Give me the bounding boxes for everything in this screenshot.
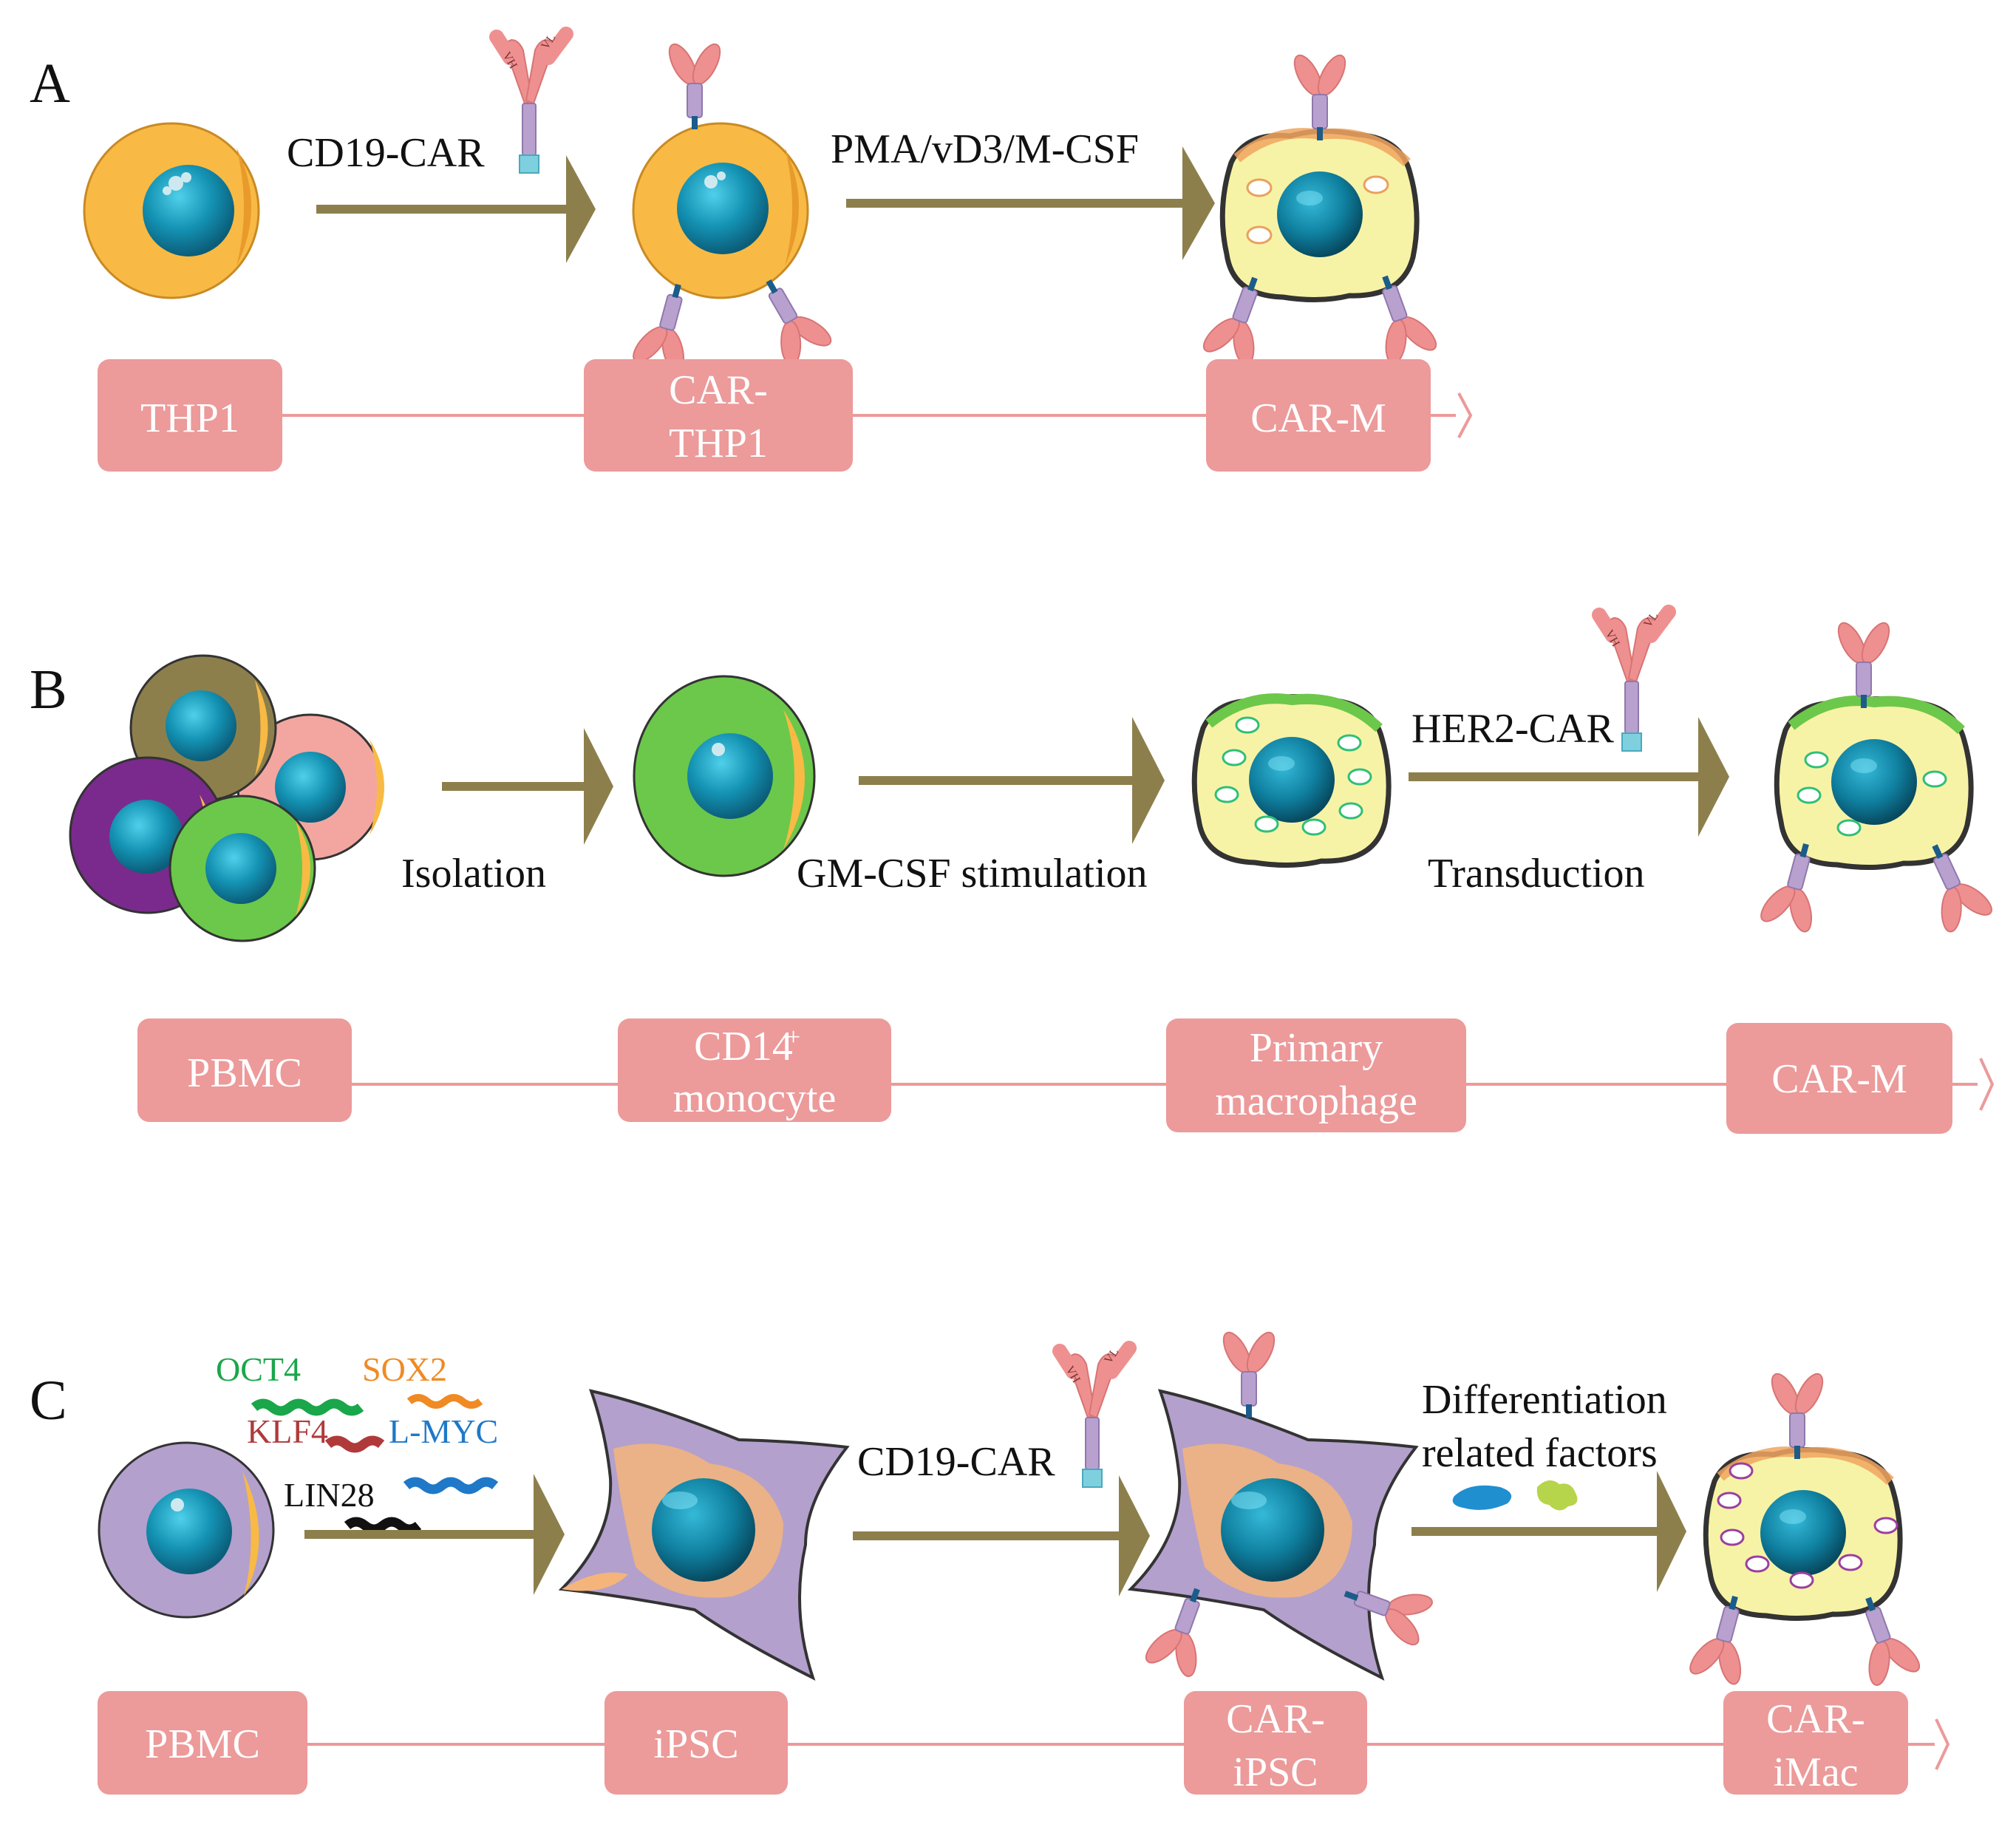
cd19-car-construct-c-icon: VH VL	[1060, 1346, 1129, 1487]
svg-text:iPSC: iPSC	[653, 1721, 738, 1767]
arrow-a2	[846, 146, 1215, 260]
car-thp1-cell-icon	[624, 39, 841, 380]
svg-text:CAR-M: CAR-M	[1771, 1056, 1907, 1102]
arrow-c2	[853, 1475, 1150, 1596]
box-car-ipsc: CAR- iPSC	[1184, 1691, 1367, 1795]
svg-text:+: +	[786, 1024, 800, 1051]
panel-b: B Isolation	[30, 610, 2001, 1134]
car-ipsc-icon	[1127, 1327, 1440, 1684]
cd14-monocyte-icon	[633, 675, 816, 877]
svg-text:CAR-: CAR-	[669, 367, 768, 413]
gene-oct4: OCT4	[216, 1350, 301, 1388]
svg-text:CAR-M: CAR-M	[1250, 395, 1386, 441]
svg-text:CD14: CD14	[694, 1024, 793, 1069]
svg-text:iMac: iMac	[1773, 1749, 1858, 1795]
step-differentiation: Differentiation	[1422, 1377, 1667, 1423]
differentiation-factors-icon	[1452, 1480, 1578, 1511]
step-gm-csf: GM-CSF stimulation	[797, 851, 1148, 897]
car-construct-icon: VH VL	[497, 32, 566, 173]
box-car-imac: CAR- iMac	[1723, 1691, 1908, 1795]
box-car-m-b: CAR-M	[1726, 1023, 1952, 1134]
car-macrophage-a-icon	[1194, 50, 1445, 373]
svg-text:macrophage: macrophage	[1215, 1078, 1417, 1124]
box-pbmc-b: PBMC	[137, 1018, 352, 1122]
gene-klf4: KLF4	[247, 1412, 328, 1450]
step-cd19-car-a: CD19-CAR	[287, 130, 485, 176]
primary-macrophage-icon	[1194, 696, 1389, 865]
box-ipsc: iPSC	[605, 1691, 788, 1795]
step-isolation: Isolation	[401, 851, 546, 897]
pbmc-cluster-icon	[69, 654, 384, 942]
step-related-factors: related factors	[1422, 1430, 1658, 1476]
thp1-cell-icon	[83, 122, 260, 299]
gene-sox2: SOX2	[362, 1350, 447, 1388]
svg-text:CAR-: CAR-	[1226, 1696, 1325, 1742]
panel-c: C OCT4 SOX2 KLF4 L-MYC LIN28	[30, 1327, 1950, 1795]
step-pma-vd3-mcsf: PMA/vD3/M-CSF	[831, 126, 1139, 172]
box-thp1: THP1	[98, 359, 282, 472]
arrow-b2	[859, 717, 1165, 844]
svg-text:iPSC: iPSC	[1233, 1749, 1318, 1795]
pbmc-c-icon	[98, 1441, 275, 1619]
box-car-thp1: CAR- THP1	[584, 359, 853, 472]
arrow-a1	[316, 155, 596, 263]
svg-text:monocyte: monocyte	[673, 1075, 837, 1121]
box-primary-macrophage: Primary macrophage	[1166, 1018, 1466, 1132]
panel-b-letter: B	[30, 659, 67, 721]
gene-lin28: LIN28	[284, 1476, 375, 1514]
svg-text:Primary: Primary	[1250, 1025, 1383, 1071]
box-car-m-a: CAR-M	[1206, 359, 1431, 472]
car-macrophage-b-icon	[1752, 618, 2001, 940]
step-transduction: Transduction	[1428, 851, 1645, 897]
arrow-b1	[442, 728, 613, 845]
gene-l-myc: L-MYC	[389, 1412, 498, 1450]
box-cd14-monocyte: CD14 + monocyte	[618, 1018, 891, 1122]
arrow-c3	[1411, 1471, 1686, 1592]
car-imac-icon	[1681, 1369, 1929, 1693]
svg-text:PBMC: PBMC	[145, 1721, 260, 1767]
step-cd19-car-c: CD19-CAR	[857, 1439, 1055, 1485]
ipsc-icon	[558, 1389, 850, 1681]
panel-c-letter: C	[30, 1370, 67, 1432]
svg-text:THP1: THP1	[669, 421, 768, 466]
box-pbmc-c: PBMC	[98, 1691, 307, 1795]
arrow-c1	[304, 1474, 565, 1595]
reprogramming-factors: OCT4 SOX2 KLF4 L-MYC LIN28	[216, 1350, 498, 1534]
panel-a-letter: A	[30, 52, 70, 115]
svg-text:CAR-: CAR-	[1766, 1696, 1865, 1742]
panel-a: A CD19-CAR VH VL	[30, 32, 1473, 472]
step-her2-car: HER2-CAR	[1411, 706, 1614, 752]
svg-text:THP1: THP1	[140, 395, 239, 441]
arrow-b3	[1409, 717, 1729, 837]
svg-text:PBMC: PBMC	[187, 1050, 302, 1096]
